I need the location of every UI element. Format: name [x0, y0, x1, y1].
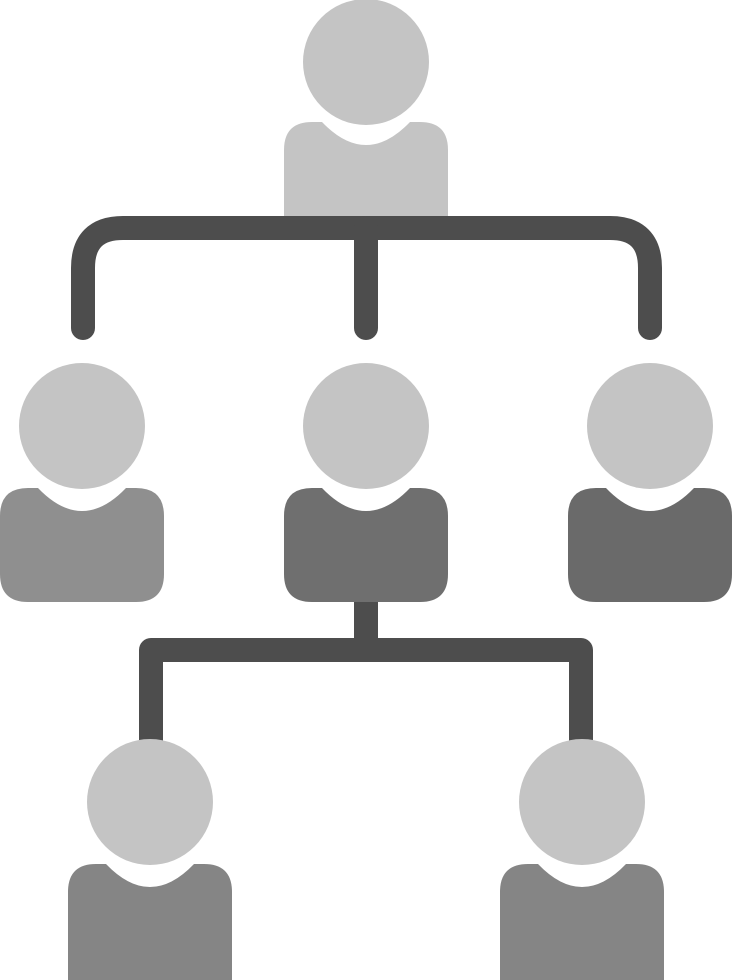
person-body	[0, 488, 164, 602]
person-body	[68, 864, 232, 980]
person-head	[303, 363, 429, 489]
person-head	[519, 739, 645, 865]
person-head	[303, 0, 429, 125]
person-icon	[68, 739, 232, 980]
person-body	[500, 864, 664, 980]
person-head	[19, 363, 145, 489]
person-icon	[284, 0, 448, 216]
person-icon	[0, 363, 164, 602]
connector-bottom-bracket	[139, 638, 593, 750]
person-icon	[284, 363, 448, 602]
person-head	[587, 363, 713, 489]
person-icon	[568, 363, 732, 602]
person-body	[568, 488, 732, 602]
connector-lines	[71, 216, 662, 750]
person-head	[87, 739, 213, 865]
person-body	[284, 488, 448, 602]
person-icon	[500, 739, 664, 980]
person-body	[284, 122, 448, 216]
